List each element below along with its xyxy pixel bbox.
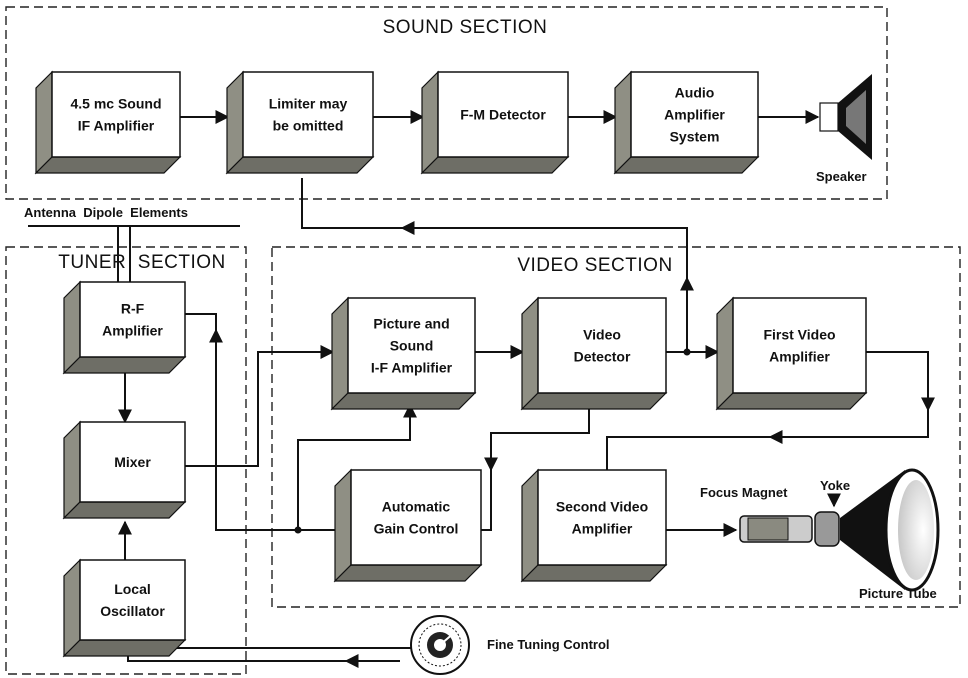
block-face: [347, 297, 476, 394]
focus-magnet-label: Focus Magnet: [700, 485, 788, 500]
block-bottom: [520, 392, 668, 410]
block-side: [226, 70, 244, 175]
block-bottom: [333, 564, 483, 582]
block-side: [614, 70, 632, 175]
block-side: [716, 296, 734, 411]
block-fm-detector: F-M Detector: [420, 70, 570, 175]
wire-mixer-pictureif: [185, 345, 335, 467]
block-label-line: Gain Control: [374, 521, 459, 537]
block-label-line: Amplifier: [769, 349, 830, 365]
block-bottom: [420, 156, 570, 174]
block-rf-amp: R-F Amplifier: [62, 280, 187, 375]
antenna-label: Antenna Dipole Elements: [24, 205, 188, 220]
block-label-line: Amplifier: [572, 521, 633, 537]
block-face: [79, 421, 186, 503]
video-section-frame: [271, 246, 961, 608]
block-bottom: [34, 156, 182, 174]
block-label-line: Automatic: [382, 499, 451, 515]
wire-agc-pictureif: [297, 403, 417, 530]
fine-tuning-dial-icon: [410, 615, 470, 675]
block-face: [51, 71, 181, 158]
block-side: [334, 468, 352, 583]
block-bottom: [715, 392, 868, 410]
block-face: [79, 281, 186, 358]
block-label-line: Sound: [390, 338, 434, 354]
block-side: [331, 296, 349, 411]
fine-tuning-label: Fine Tuning Control: [487, 637, 610, 652]
block-label-line: Mixer: [114, 454, 151, 470]
block-face: [537, 297, 667, 394]
block-label-line: Local: [114, 581, 151, 597]
blocks-layer: 4.5 mc Sound IF Amplifier Limiter may be om…: [34, 70, 868, 658]
sound-section-frame: [5, 6, 888, 200]
block-bottom: [225, 156, 375, 174]
video-section-title: VIDEO SECTION: [517, 255, 672, 276]
block-label-line: System: [670, 129, 720, 145]
picture-tube-icon: [739, 468, 940, 592]
tuner-section-title: TUNER SECTION: [58, 252, 225, 273]
block-side: [521, 296, 539, 411]
block-face: [437, 71, 569, 158]
yoke-label: Yoke: [820, 478, 850, 493]
wire-firstvid-secondvid: [606, 351, 929, 470]
block-side: [521, 468, 539, 583]
block-label-line: First Video: [763, 327, 835, 343]
block-side: [421, 70, 439, 175]
block-label-line: be omitted: [273, 118, 344, 134]
speaker-label: Speaker: [816, 169, 867, 184]
block-bottom: [62, 501, 187, 519]
block-label-line: F-M Detector: [460, 107, 546, 123]
block-sound-if: 4.5 mc Sound IF Amplifier: [34, 70, 182, 175]
block-face: [79, 559, 186, 641]
block-side: [35, 70, 53, 175]
block-label-line: 4.5 mc Sound: [70, 96, 161, 112]
block-face: [537, 469, 667, 566]
block-label-line: Picture and: [373, 316, 449, 332]
block-label-line: Oscillator: [100, 603, 165, 619]
agc-junction-dot: [294, 526, 302, 534]
block-label-line: R-F: [121, 301, 145, 317]
block-bottom: [330, 392, 477, 410]
block-bottom: [62, 639, 187, 657]
block-label-line: Detector: [574, 349, 631, 365]
block-bottom: [62, 356, 187, 374]
block-bottom: [520, 564, 668, 582]
block-label-line: Limiter may: [269, 96, 348, 112]
videodet-junction-dot: [683, 348, 691, 356]
tuner-section-frame: [5, 246, 247, 675]
block-mixer: Mixer: [62, 420, 187, 520]
block-limiter: Limiter may be omitted: [225, 70, 375, 175]
wire-rf-agc-loop: [185, 313, 298, 531]
sound-section-title: SOUND SECTION: [383, 17, 548, 38]
block-label-line: Amplifier: [664, 107, 725, 123]
wire-videodet-agc: [481, 408, 590, 531]
block-label-line: Second Video: [556, 499, 648, 515]
block-face: [630, 71, 759, 158]
block-label-line: IF Amplifier: [78, 118, 155, 134]
block-face: [350, 469, 482, 566]
block-bottom: [613, 156, 760, 174]
block-label-line: Amplifier: [102, 323, 163, 339]
block-face: [732, 297, 867, 394]
block-face: [242, 71, 374, 158]
picture-tube-label: Picture Tube: [859, 586, 937, 601]
block-label-line: Video: [583, 327, 621, 343]
speaker-icon: [819, 74, 872, 160]
block-label-line: I-F Amplifier: [371, 360, 453, 376]
block-label-line: Audio: [675, 85, 715, 101]
